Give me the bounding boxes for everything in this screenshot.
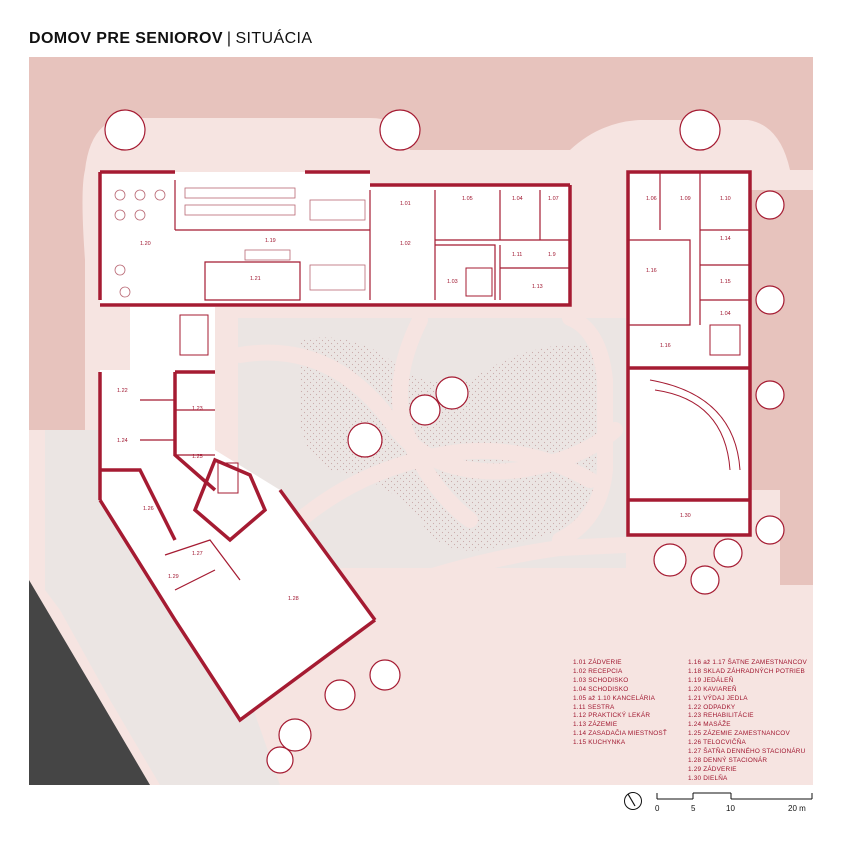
legend-item: 1.25 ZÁZEMIE ZAMESTNANCOV	[688, 730, 790, 738]
legend-item: 1.20 KAVIAREŇ	[688, 685, 737, 693]
legend-item: 1.13 ZÁZEMIE	[573, 721, 618, 729]
scale-label-20m: 20 m	[788, 804, 806, 813]
building-floor	[100, 172, 750, 720]
room-label: 1.04	[720, 311, 731, 317]
legend-item: 1.18 SKLAD ZÁHRADNÝCH POTRIEB	[688, 667, 805, 675]
room-label: 1.25	[192, 454, 203, 460]
tree-icon	[409, 394, 441, 426]
room-label: 1.21	[250, 276, 261, 282]
room-label: 1.27	[192, 551, 203, 557]
furniture	[114, 187, 366, 298]
room-label: 1.05	[462, 196, 473, 202]
legend-item: 1.21 VÝDAJ JEDLA	[688, 694, 748, 702]
garden-paths	[232, 310, 633, 608]
room-label: 1.16	[646, 268, 657, 274]
room-label: 1.24	[117, 438, 128, 444]
tree-icon	[266, 746, 294, 774]
scale-label-5: 5	[691, 804, 696, 813]
legend-item: 1.14 ZASADAČIA MIESTNOSŤ	[573, 730, 667, 738]
legend-item: 1.19 JEDÁLEŇ	[688, 676, 734, 684]
room-label: 1.23	[192, 406, 203, 412]
walls	[98, 170, 752, 723]
grass-band	[45, 430, 280, 785]
room-label: 1.22	[117, 388, 128, 394]
room-label: 1.11	[512, 252, 522, 258]
room-label: 1.03	[447, 279, 458, 285]
room-label: 1.04	[512, 196, 523, 202]
north-street	[29, 57, 813, 170]
legend-item: 1.05 až 1.10 KANCELÁRIA	[573, 694, 656, 702]
tree-icon	[679, 109, 721, 151]
title-separator: |	[226, 30, 232, 47]
room-label: 1.10	[720, 196, 731, 202]
scale-label-10: 10	[726, 804, 735, 813]
tree-icon	[324, 679, 356, 711]
legend-item: 1.29 ZÁDVERIE	[688, 765, 737, 773]
tree-icon	[104, 109, 146, 151]
road	[29, 580, 150, 785]
legend-item: 1.24 MASÁŽE	[688, 721, 731, 729]
room-label: 1.14	[720, 236, 731, 242]
scale-bar	[656, 792, 813, 800]
tree-icon	[278, 718, 312, 752]
room-label: 1.26	[143, 506, 154, 512]
gym-seating	[649, 379, 741, 471]
tree-icon	[755, 190, 785, 220]
room-label: 1.15	[720, 279, 731, 285]
legend-item: 1.28 DENNÝ STACIONÁR	[688, 756, 768, 764]
legend-item: 1.16 až 1.17 ŠATNE ZAMESTNANCOV	[688, 659, 808, 666]
room-label: 1.9	[548, 252, 556, 258]
room-label: 1.09	[680, 196, 691, 202]
room-label: 1.01	[400, 201, 411, 207]
west-strip	[29, 170, 85, 430]
legend-column-2: 1.16 až 1.17 ŠATNE ZAMESTNANCOV 1.18 SKL…	[688, 659, 813, 784]
interior-walls	[140, 172, 750, 591]
legend-item: 1.11 SESTRA	[573, 703, 615, 711]
title-sub: SITUÁCIA	[235, 30, 313, 47]
tree-icon	[653, 543, 687, 577]
room-label: 1.02	[400, 241, 411, 247]
north-arrow-icon	[624, 792, 642, 810]
legend-column-1: 1.01 ZÁDVERIE 1.02 RECEPCIA 1.03 SCHODIS…	[573, 659, 685, 748]
scale-graphic	[624, 792, 813, 810]
trees	[104, 109, 785, 774]
title-main: DOMOV PRE SENIOROV	[29, 30, 223, 47]
tree-icon	[435, 376, 469, 410]
legend-item: 1.30 DIELŇA	[688, 774, 728, 782]
room-label: 1.16	[660, 343, 671, 349]
tree-icon	[379, 109, 421, 151]
legend-item: 1.02 RECEPCIA	[573, 667, 623, 675]
room-label: 1.06	[646, 196, 657, 202]
room-label: 1.29	[168, 574, 179, 580]
legend-item: 1.26 TELOCVIČŇA	[688, 739, 746, 747]
legend-item: 1.22 ODPADKY	[688, 703, 736, 711]
tree-icon	[369, 659, 401, 691]
room-label: 1.30	[680, 513, 691, 519]
legend-item: 1.27 ŠATŇA DENNÉHO STACIONÁRU	[688, 748, 806, 756]
tree-icon	[347, 422, 383, 458]
page-title: DOMOV PRE SENIOROV|SITUÁCIA	[29, 30, 312, 48]
stairs	[179, 267, 741, 494]
room-label: 1.07	[548, 196, 559, 202]
room-label: 1.13	[532, 284, 543, 290]
tree-icon	[690, 565, 720, 595]
tree-icon	[713, 538, 743, 568]
room-label: 1.28	[288, 596, 299, 602]
room-label: 1.20	[140, 241, 151, 247]
scale-label-0: 0	[655, 804, 660, 813]
room-label: 1.19	[265, 238, 276, 244]
gym-seating-2	[654, 389, 731, 471]
tree-icon	[755, 380, 785, 410]
legend-item: 1.12 PRAKTICKÝ LEKÁR	[573, 712, 651, 720]
legend-item: 1.03 SCHODISKO	[573, 676, 629, 684]
legend-item: 1.04 SCHODISKO	[573, 685, 629, 693]
tree-icon	[755, 285, 785, 315]
legend-item: 1.23 REHABILITÁCIE	[688, 712, 754, 720]
scale-and-north: 0 5 10 20 m	[620, 788, 820, 828]
legend-item: 1.15 KUCHYNKA	[573, 739, 626, 747]
legend-item: 1.01 ZÁDVERIE	[573, 659, 622, 666]
room-labels: 1.01 1.02 1.03 1.05 1.04 1.07 1.11 1.9 1…	[117, 196, 731, 602]
tree-icon	[755, 515, 785, 545]
